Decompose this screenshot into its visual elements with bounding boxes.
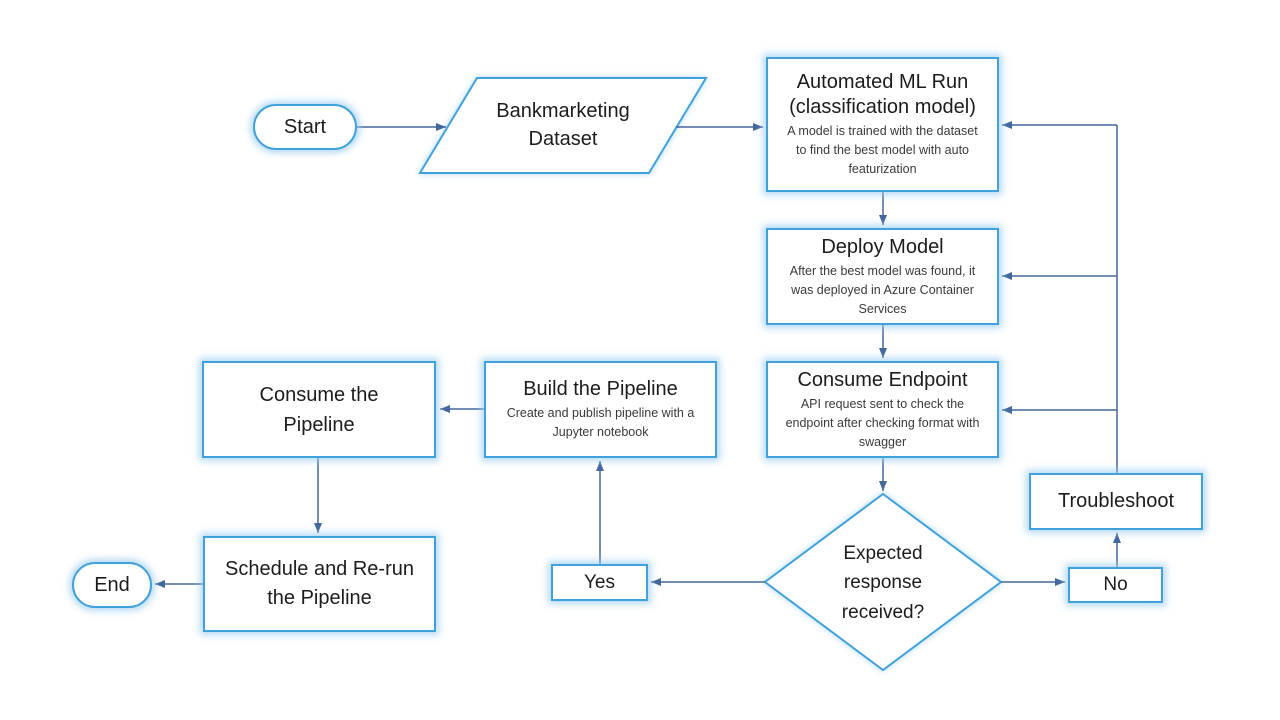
deploy-model-description: After the best model was found, it was d… <box>789 264 976 316</box>
start-terminator: Start <box>253 104 357 150</box>
automl-run-title: Automated ML Run (classification model) <box>789 71 976 118</box>
consume-pipeline-box: Consume the Pipeline <box>202 361 436 458</box>
build-pipeline-title: Build the Pipeline <box>523 378 678 401</box>
build-pipeline-description: Create and publish pipeline with a Jupyt… <box>506 406 695 440</box>
consume-endpoint-box: Consume Endpoint API request sent to che… <box>766 361 999 458</box>
yes-box: Yes <box>551 564 648 601</box>
yes-label: Yes <box>584 571 615 593</box>
troubleshoot-label: Troubleshoot <box>1058 490 1174 512</box>
dataset-parallelogram <box>418 77 708 174</box>
end-terminator: End <box>72 562 152 608</box>
automl-run-box: Automated ML Run (classification model) … <box>766 57 999 192</box>
end-label: End <box>94 573 130 596</box>
start-label: Start <box>283 115 327 138</box>
deploy-model-box: Deploy Model After the best model was fo… <box>766 228 999 325</box>
consume-pipeline-title: Consume the Pipeline <box>259 383 379 436</box>
automl-run-description: A model is trained with the dataset to f… <box>787 124 978 176</box>
consume-endpoint-title: Consume Endpoint <box>797 368 968 391</box>
no-box: No <box>1068 567 1163 603</box>
consume-endpoint-description: API request sent to check the endpoint a… <box>785 397 980 449</box>
no-label: No <box>1103 574 1128 595</box>
deploy-model-title: Deploy Model <box>821 235 944 258</box>
schedule-rerun-title: Schedule and Re-run the Pipeline <box>224 558 414 609</box>
decision-diamond <box>763 492 1003 672</box>
build-pipeline-box: Build the Pipeline Create and publish pi… <box>484 361 717 458</box>
schedule-rerun-box: Schedule and Re-run the Pipeline <box>203 536 436 632</box>
troubleshoot-box: Troubleshoot <box>1029 473 1203 530</box>
